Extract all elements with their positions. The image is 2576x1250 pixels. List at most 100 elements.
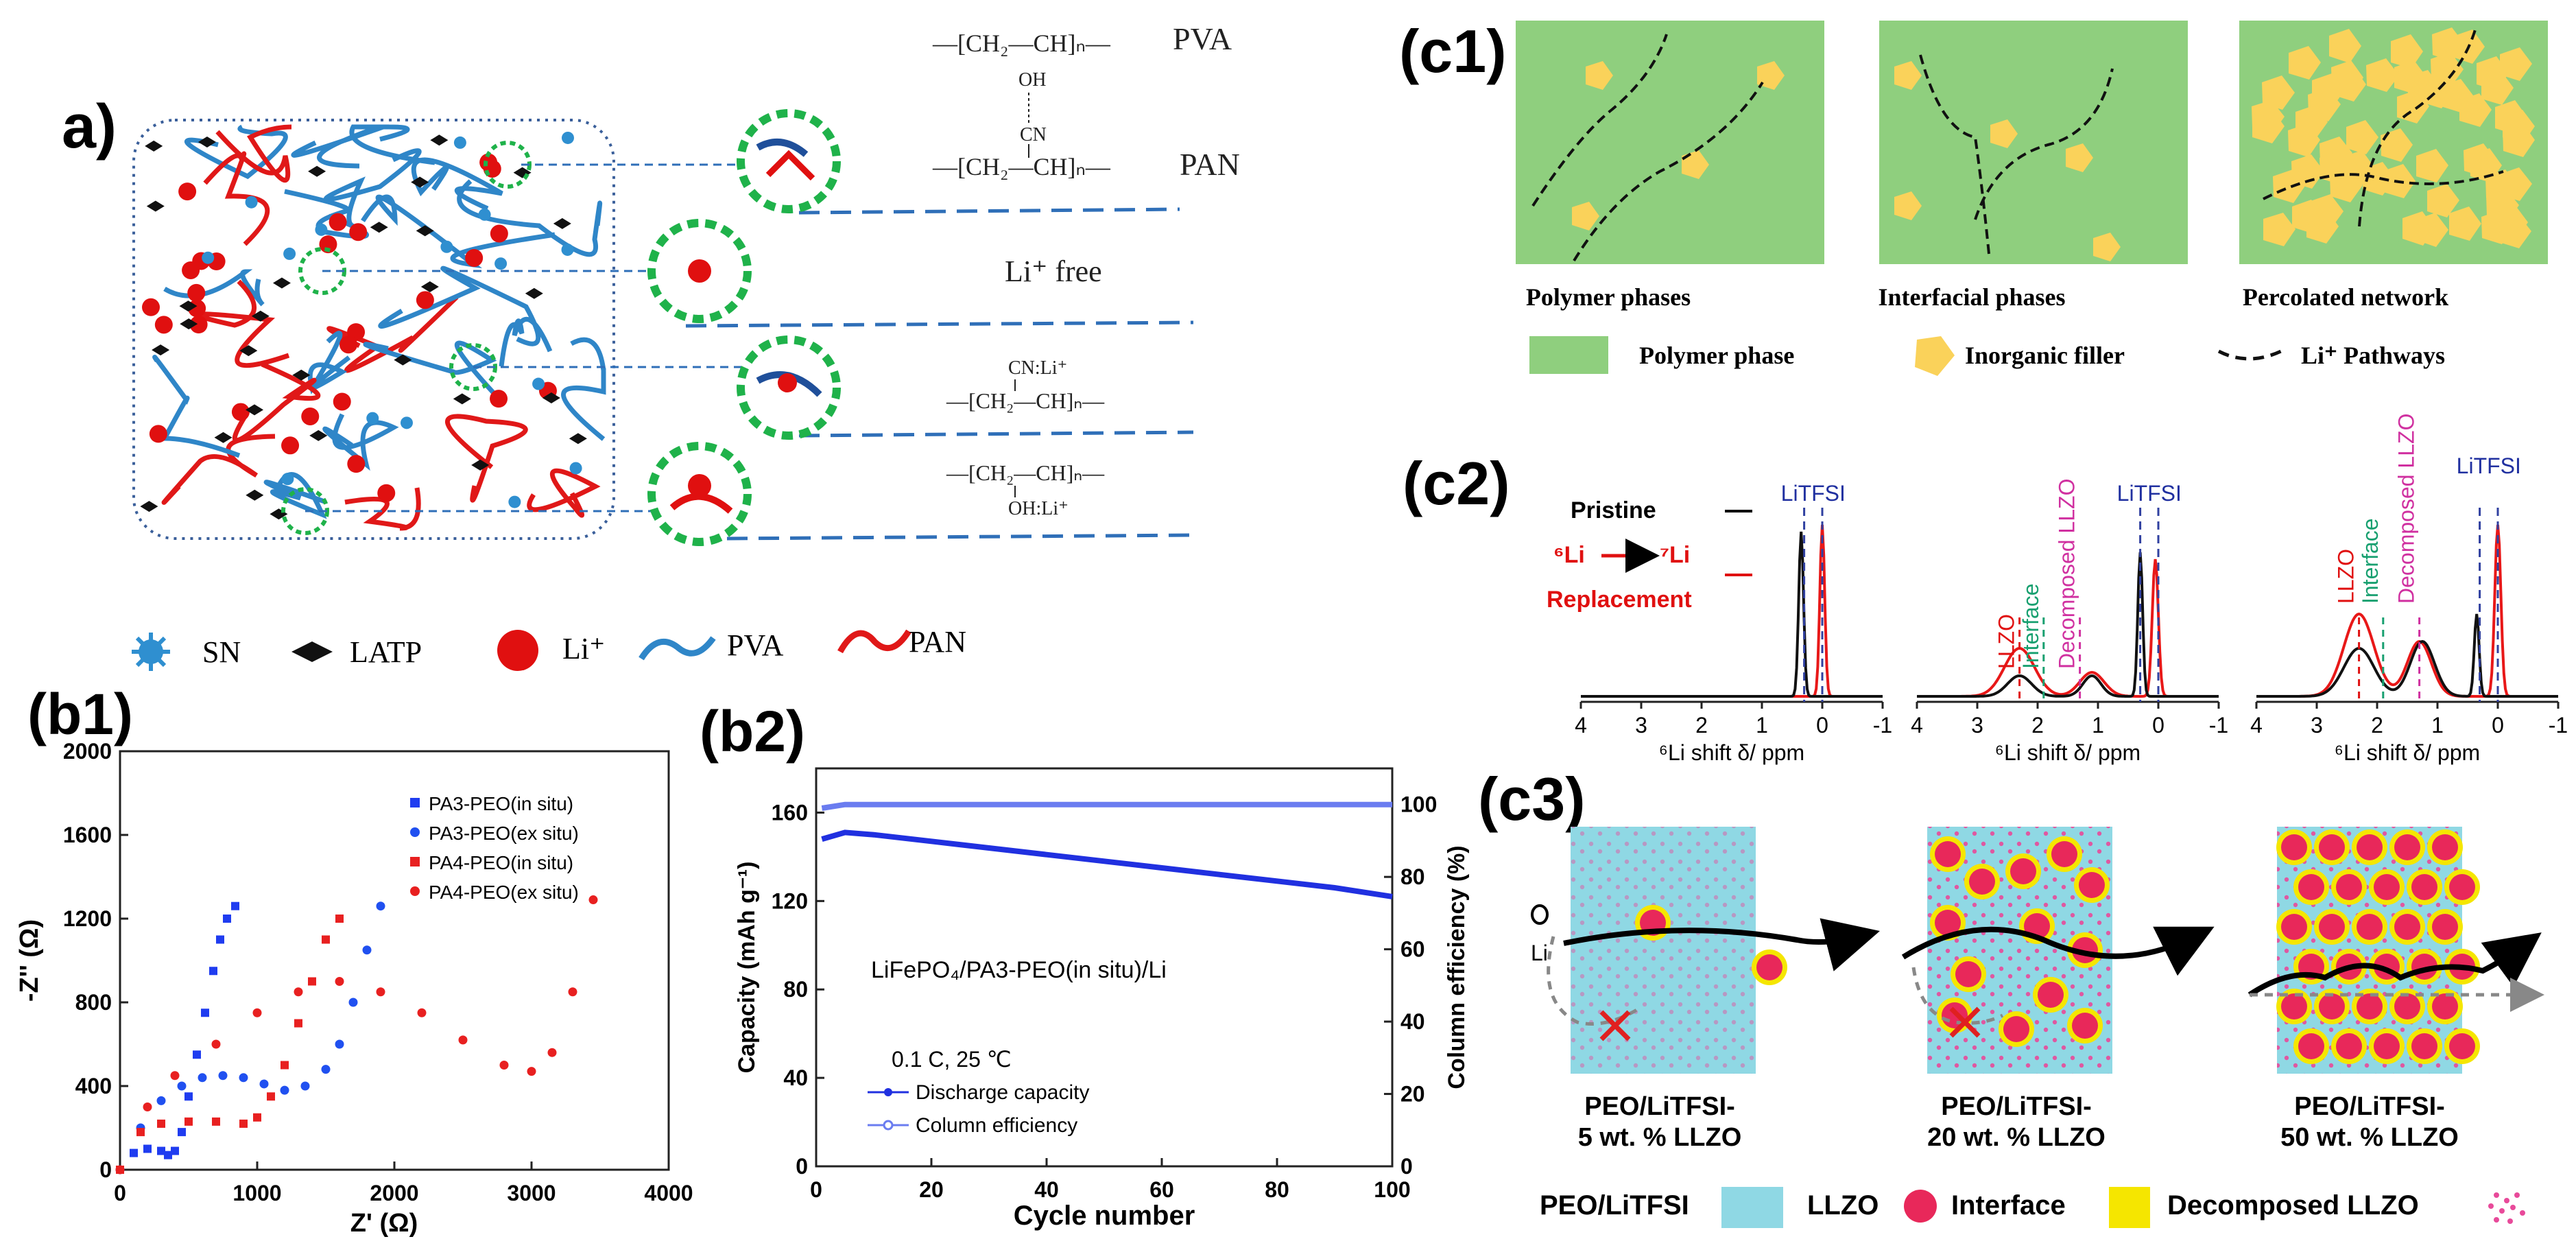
pva-chain-strand: [263, 472, 327, 519]
c3-boxes: [1571, 827, 2480, 1074]
c2-xtick-label: 4: [1911, 713, 1923, 738]
c2-peak-label: LLZO: [2334, 549, 2359, 604]
c2-replacement-label: Replacement: [1547, 587, 1692, 613]
c2-xtick-label: 0: [1816, 713, 1828, 738]
c1-filler-particle: [2289, 46, 2321, 80]
c3-llzo-particle: [2449, 874, 2475, 900]
latp-particle: [308, 165, 326, 177]
b1-ytick-label: 400: [75, 1074, 112, 1098]
c3-llzo-particle: [1935, 841, 1961, 867]
pva-chain-strand: [378, 266, 541, 346]
c3-legend-decomposed: Decomposed LLZO: [2167, 1190, 2419, 1220]
legend-sn-label: SN: [202, 635, 241, 669]
c3-llzo-particle: [2357, 914, 2383, 940]
c3-llzo-particle: [2079, 872, 2105, 898]
c1-li-pathway: [2263, 170, 2504, 200]
c1-caption-1: Polymer phases: [1526, 283, 1691, 311]
llzo-swatch: [1904, 1190, 1937, 1223]
legend-pan-label: PAN: [909, 625, 966, 659]
c3-legend-llzo: LLZO: [1807, 1190, 1879, 1220]
legend-sn: SN: [132, 633, 241, 671]
pan-chain-strand: [215, 124, 292, 182]
pva-icon: [639, 636, 716, 661]
b2-cell-text: LiFePO₄/PA3-PEO(in situ)/Li: [871, 957, 1167, 983]
b2-xtick-label: 20: [919, 1177, 944, 1202]
c1-legend: Polymer phase Inorganic filler Li⁺ Pathw…: [1529, 336, 2445, 376]
li-ion-dot: [465, 248, 484, 267]
b2-xlabel: Cycle number: [1014, 1201, 1195, 1231]
b1-xtick-label: 0: [114, 1181, 126, 1205]
c2-xtick-label: 1: [2431, 713, 2444, 738]
c1-caption-2: Interfacial phases: [1879, 283, 2066, 311]
latp-particle: [411, 176, 429, 188]
c1-filler-particle: [2312, 73, 2344, 108]
c3-llzo-particle: [1935, 910, 1961, 936]
c1-filler-particle: [1757, 61, 1785, 90]
c3-llzo-particle: [2319, 993, 2345, 1019]
b2-ytick-label: 80: [783, 977, 808, 1002]
b1-point: [216, 935, 224, 944]
b2-y2tick-label: 0: [1400, 1154, 1413, 1179]
c2-peak-label: Interface: [2018, 583, 2043, 669]
b2-capacity-line: [821, 829, 1393, 899]
b1-point: [376, 987, 385, 997]
c3-llzo-particle: [2411, 1033, 2437, 1059]
c3-llzo-particle: [2394, 834, 2420, 860]
li-ion-dot: [319, 235, 337, 254]
pva-chain-strand: [363, 340, 503, 403]
c1-filler-particle: [2481, 71, 2514, 105]
b1-point: [239, 1073, 248, 1083]
b1-point: [280, 1085, 289, 1095]
li-ion-dot: [149, 425, 167, 443]
formula-lines: [685, 207, 1194, 541]
c3-llzo-particle: [2432, 834, 2458, 860]
b2-legend-efficiency-marker: [883, 1120, 894, 1131]
c1-filler-particle: [2416, 149, 2448, 182]
b1-xtick-label: 2000: [370, 1181, 418, 1205]
b1-point: [252, 1008, 262, 1017]
b1-point: [547, 1048, 557, 1057]
connector-lines: [305, 163, 744, 512]
polymer-network: [140, 124, 606, 535]
latp-particle: [251, 310, 270, 322]
c3-llzo-particle: [2394, 993, 2420, 1019]
b1-legend-marker: [410, 827, 420, 837]
c2-xtick-label: 0: [2492, 713, 2504, 738]
latp-particle: [140, 501, 158, 512]
b2-plot-frame: [815, 767, 1394, 1168]
c3-llzo-particle: [2072, 1013, 2098, 1039]
c3-llzo-particle: [2374, 874, 2400, 900]
c3-llzo-particle: [2357, 993, 2383, 1019]
blocked-x-icon-1: [1599, 1010, 1631, 1041]
legend-pan: PAN: [837, 625, 966, 659]
b1-point: [294, 987, 303, 997]
b2-xtick-label: 80: [1265, 1177, 1289, 1202]
c2-xlabel: ⁶Li shift δ/ ppm: [1659, 740, 1804, 765]
li-pathway-icon: [2217, 348, 2285, 361]
c2-litfsi-label: LiTFSI: [2117, 481, 2182, 506]
b2-xtick-label: 0: [810, 1177, 822, 1202]
polymer-box: [132, 119, 615, 540]
pva-chain-strand: [499, 316, 553, 367]
panel-label-c2: (c2): [1403, 449, 1510, 517]
b1-point: [348, 998, 358, 1007]
panel-label-b2: (b2): [700, 699, 805, 764]
c1-li-pathway: [2358, 27, 2477, 227]
c1-caption-3: Percolated network: [2243, 283, 2448, 311]
c1-filler-particle: [2262, 75, 2295, 110]
c1-filler-particle: [2366, 58, 2399, 92]
cnli-chain: —[CH₂—CH]ₙ—: [946, 388, 1105, 413]
latp-particle: [214, 432, 232, 443]
b1-legend-marker: [410, 886, 420, 896]
b1-point: [281, 1061, 289, 1070]
latp-particle: [430, 134, 449, 146]
li-ion-dot: [490, 390, 508, 408]
li-ion-dot: [301, 407, 320, 425]
c1-filler-particle: [2381, 128, 2413, 162]
b1-point: [115, 1165, 125, 1175]
legend-latp-label: LATP: [350, 635, 422, 669]
b1-legend-label: PA4-PEO(ex situ): [429, 882, 579, 903]
panel-a-legend: SN LATP Li⁺ PVA PAN: [132, 625, 966, 671]
c3-legend: PEO/LiTFSI LLZO Interface Decomposed LLZ…: [1540, 1187, 2525, 1228]
